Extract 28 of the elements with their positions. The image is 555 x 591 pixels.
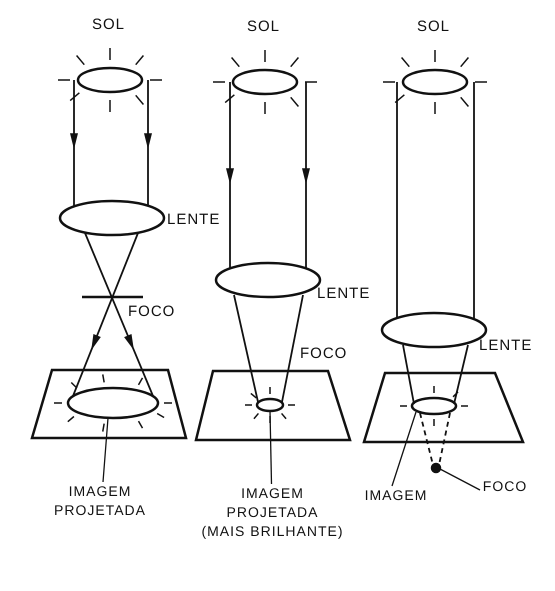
leader-line: [269, 410, 272, 484]
light-ray: [281, 294, 304, 402]
image-caption: IMAGEM PROJETADA (MAIS BRILHANTE): [190, 484, 355, 544]
light-ray: [84, 232, 154, 396]
light-ray: [144, 80, 152, 206]
lens-label: LENTE: [167, 211, 220, 229]
light-ray: [453, 344, 469, 404]
leader-line: [440, 468, 480, 491]
image-caption: IMAGEM PROJETADA: [40, 482, 160, 522]
light-ray: [473, 82, 475, 318]
sun-label: SOL: [92, 16, 126, 34]
focus-label: FOCO: [128, 303, 176, 321]
sun-label: SOL: [247, 18, 280, 36]
leader-line: [102, 418, 109, 482]
sun-label: SOL: [417, 18, 450, 36]
focus-label: FOCO: [300, 345, 348, 363]
light-ray: [70, 80, 78, 206]
light-ray: [233, 294, 259, 402]
lens-label: LENTE: [479, 337, 532, 355]
light-ray: [396, 82, 398, 318]
light-ray: [302, 82, 310, 268]
light-ray: [72, 232, 139, 396]
light-ray: [402, 344, 415, 404]
image-caption: IMAGEM: [358, 486, 434, 506]
leader-line: [391, 412, 417, 486]
light-ray: [226, 82, 234, 268]
lens-label: LENTE: [317, 285, 370, 303]
focus-label: FOCO: [480, 477, 530, 497]
